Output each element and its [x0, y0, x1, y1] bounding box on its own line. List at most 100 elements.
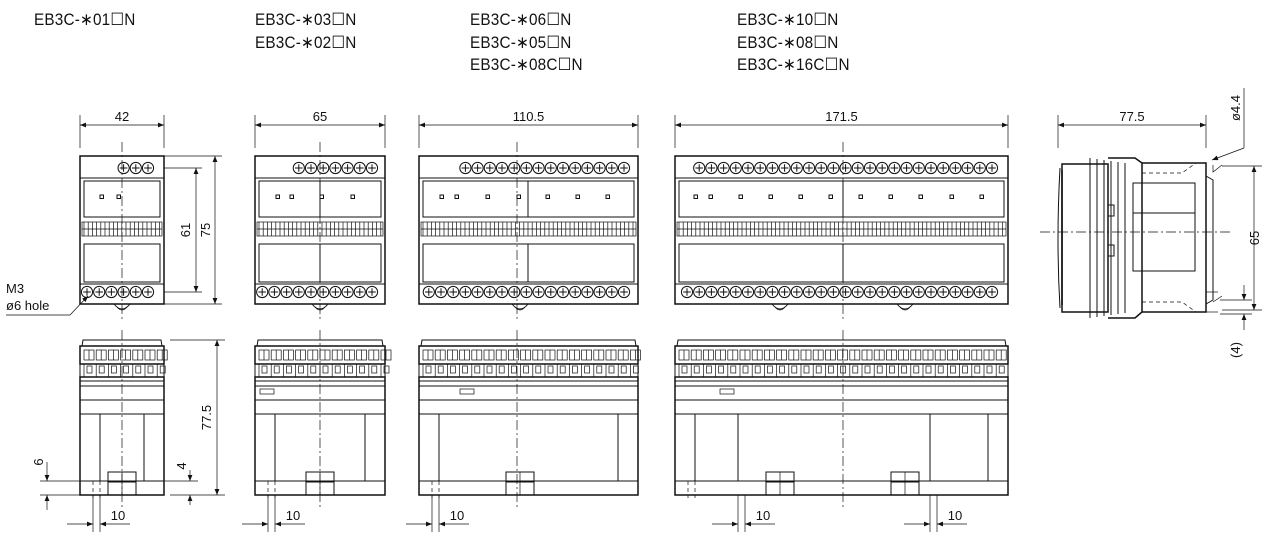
- led-indicator: [116, 194, 121, 199]
- screw-slot: [583, 164, 592, 172]
- screw-slot: [295, 288, 303, 296]
- terminal-slot: [86, 365, 93, 374]
- terminal-slot: [937, 365, 944, 374]
- led-indicator: [888, 194, 893, 199]
- screw-slot: [951, 164, 960, 172]
- terminal-slot: [791, 365, 798, 374]
- screw-slot: [307, 164, 315, 172]
- screw-slot: [486, 164, 494, 172]
- led-indicator: [949, 194, 954, 199]
- terminal-slot: [486, 365, 493, 374]
- screw-slot: [976, 288, 984, 296]
- screw-slot: [547, 164, 555, 172]
- terminal-slot: [437, 365, 444, 374]
- hidden-line: [1142, 162, 1197, 174]
- screw-slot: [939, 288, 947, 296]
- led-indicator: [605, 194, 610, 199]
- screw-slot: [534, 288, 543, 296]
- dimension-value: 10: [756, 508, 770, 523]
- terminal-slot: [98, 365, 105, 374]
- screw-slot: [902, 288, 911, 296]
- terminal-slot: [298, 365, 304, 374]
- model-name: EB3C-∗10☐N: [737, 10, 839, 29]
- led-indicator: [768, 194, 773, 199]
- terminal-slot: [681, 365, 688, 374]
- latch: [459, 388, 475, 395]
- terminal-slot: [334, 365, 341, 374]
- side-latch: [1107, 204, 1115, 217]
- screw-slot: [988, 288, 996, 296]
- model-name: EB3C-∗16C☐N: [737, 55, 850, 74]
- model-name: EB3C-∗01☐N: [34, 10, 136, 29]
- dimension-value: 10: [111, 508, 125, 523]
- screw-slot: [744, 288, 752, 296]
- latch: [719, 388, 735, 395]
- terminal-slot: [852, 365, 859, 374]
- led-indicator: [454, 194, 459, 199]
- screw-slot: [902, 164, 911, 172]
- terminal-slot: [815, 365, 822, 374]
- terminal-slot: [608, 365, 615, 374]
- terminal-slot: [925, 365, 932, 374]
- terminal-slot: [596, 365, 603, 374]
- terminal-slot: [498, 365, 505, 374]
- screw-slot: [939, 164, 947, 172]
- screw-slot: [319, 164, 327, 172]
- model-label-4: EB3C-∗10☐N EB3C-∗08☐N EB3C-∗16C☐N: [737, 9, 850, 77]
- terminal-slot: [742, 365, 749, 374]
- led-indicator: [319, 194, 324, 199]
- terminal-slot: [620, 365, 627, 374]
- din-clip: [514, 306, 526, 311]
- terminal-slot: [371, 365, 378, 374]
- screw-slot: [878, 164, 886, 172]
- screw-slot: [307, 288, 315, 296]
- din-rail-clip: [1212, 164, 1223, 303]
- led-indicator: [99, 194, 104, 199]
- screw-slot: [707, 288, 716, 296]
- led-indicator: [275, 194, 280, 199]
- screw-slot: [522, 164, 531, 172]
- screw-slot: [732, 288, 740, 296]
- screw-slot: [461, 164, 470, 172]
- screw-slot: [368, 288, 376, 296]
- model-name: EB3C-∗08☐N: [737, 32, 839, 52]
- terminal-slot: [383, 365, 390, 374]
- screw-slot: [144, 288, 152, 296]
- led-indicator: [289, 194, 294, 199]
- model-label-3: EB3C-∗06☐N EB3C-∗05☐N EB3C-∗08C☐N: [470, 9, 583, 77]
- screw-slot: [927, 164, 935, 172]
- led-indicator: [485, 194, 490, 199]
- screw-slot: [95, 288, 103, 296]
- case-body: [418, 376, 639, 496]
- dimension-value: 77.5: [199, 405, 214, 430]
- screw-slot: [132, 164, 140, 172]
- led-indicator: [545, 194, 550, 199]
- screw-slot: [270, 288, 279, 296]
- screw-slot: [805, 288, 813, 296]
- dimension-value: ø4.4: [1228, 95, 1243, 121]
- screw-slot: [595, 288, 604, 296]
- dimension-value: 171.5: [825, 109, 858, 124]
- terminal-slot: [693, 365, 700, 374]
- terminal-slot: [310, 365, 317, 374]
- screw-slot: [534, 164, 543, 172]
- screw-slot: [522, 288, 531, 296]
- dimension-value: 75: [198, 223, 213, 237]
- terminal-slot: [962, 365, 968, 374]
- model-name: EB3C-∗03☐N: [255, 10, 357, 29]
- terminal-slot: [998, 365, 1005, 374]
- terminal-slot: [913, 365, 920, 374]
- led-indicator: [708, 194, 713, 199]
- latch: [259, 388, 275, 395]
- model-name: EB3C-∗06☐N: [470, 10, 572, 29]
- screw-slot: [683, 288, 691, 296]
- screw-slot: [793, 164, 801, 172]
- screw-slot: [866, 164, 874, 172]
- screw-slot: [780, 164, 789, 172]
- screw-slot: [83, 288, 91, 296]
- screw-slot: [595, 164, 604, 172]
- dimension-value: 65: [1247, 231, 1262, 245]
- screw-slot: [343, 164, 352, 172]
